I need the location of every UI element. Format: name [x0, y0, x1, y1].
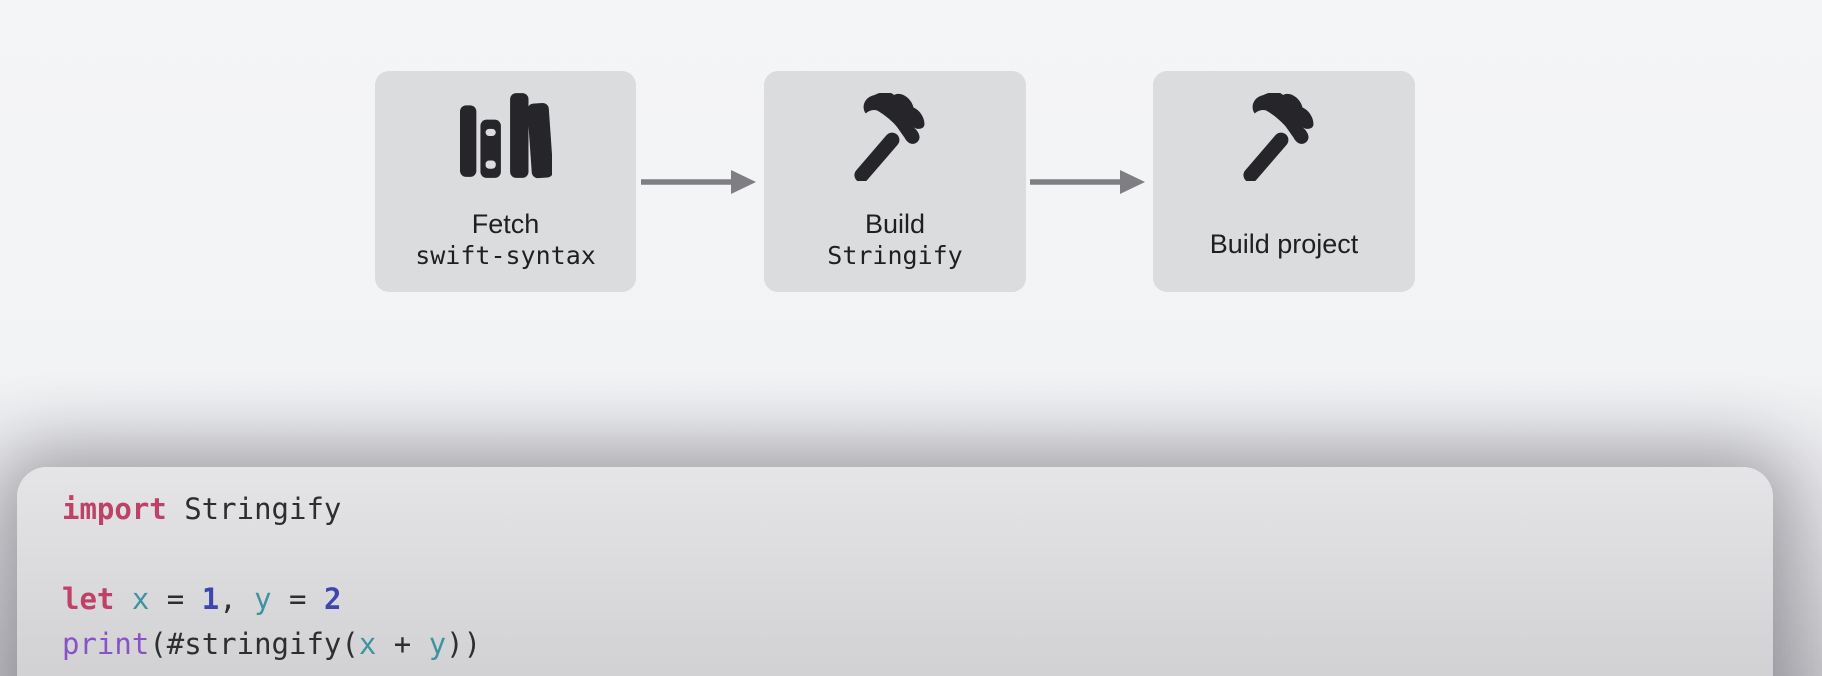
code-token: y: [254, 582, 272, 616]
flow-step-label-line: swift-syntax: [415, 241, 596, 270]
code-token: import: [62, 492, 167, 526]
flow-step-fetch-swift-syntax: Fetch swift-syntax: [375, 71, 636, 292]
code-token: let: [62, 582, 115, 616]
code-line: [62, 532, 1773, 577]
code-token: 2: [323, 582, 342, 616]
code-token: +: [376, 627, 429, 661]
code-token: (#stringify(: [149, 627, 359, 661]
flow-step-label: Build Stringify: [764, 208, 1026, 272]
code-token: x: [358, 627, 377, 661]
code-token: 1: [201, 582, 220, 616]
books-icon: [459, 93, 552, 179]
flow-step-label-line: Build project: [1209, 229, 1359, 259]
code-token: =: [149, 582, 202, 616]
flow-step-build-project: Build project: [1153, 71, 1415, 292]
flow-step-label-line: Stringify: [827, 241, 963, 270]
flow-step-label: Fetch swift-syntax: [375, 208, 636, 272]
code-token: =: [271, 582, 324, 616]
code-token: y: [428, 627, 447, 661]
code-line: print(#stringify(x + y)): [62, 622, 1773, 667]
flow-step-label: Build project: [1153, 228, 1415, 260]
code-token: print: [62, 627, 150, 661]
code-token: )): [446, 627, 482, 661]
hammer-icon: [1240, 93, 1328, 181]
code-token: ,: [219, 582, 255, 616]
flow-step-build-stringify: Build Stringify: [764, 71, 1026, 292]
code-line: let x = 1, y = 2: [62, 577, 1773, 622]
arrow-right-icon: [1030, 170, 1145, 194]
arrow-right-icon: [641, 170, 756, 194]
code-token: x: [131, 582, 150, 616]
code-line: import Stringify: [62, 487, 1773, 532]
hammer-icon: [851, 93, 939, 181]
flow-step-label-line: Fetch: [471, 209, 540, 239]
code-token: [114, 582, 131, 616]
flow-step-label-line: Build: [864, 209, 926, 239]
code-token: Stringify: [166, 492, 342, 526]
build-pipeline-diagram: Fetch swift-syntax Build Stringify: [0, 0, 1822, 320]
